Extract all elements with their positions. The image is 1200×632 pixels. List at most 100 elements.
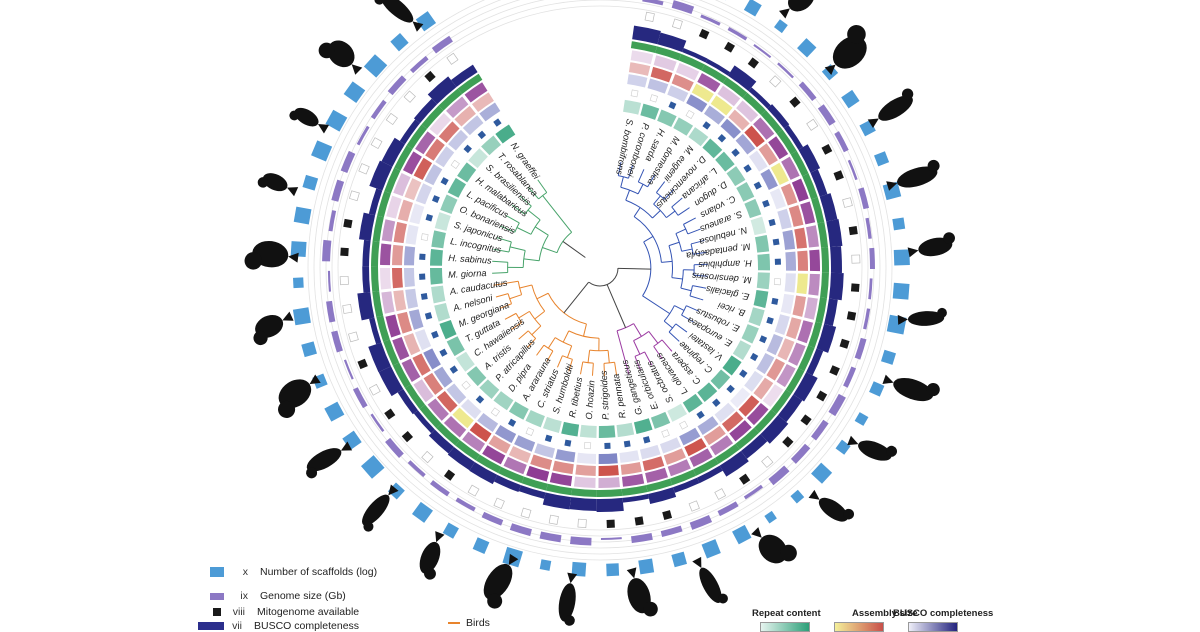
repeat-cell [543, 417, 562, 433]
mitogenome-marker [340, 248, 348, 256]
branch [676, 229, 686, 233]
genome-size-bar [322, 240, 331, 261]
branch [634, 341, 640, 355]
mitogenome-marker [852, 255, 860, 263]
animal-silhouette-icon [244, 238, 300, 275]
small-square [731, 148, 739, 156]
repeat-cell [431, 286, 445, 304]
assembly-cell [392, 245, 403, 265]
scaffold-marker [892, 217, 905, 230]
repeat-cell [651, 412, 670, 429]
scale-title-repeat: Repeat content [752, 608, 821, 619]
species-rings [757, 246, 909, 273]
branch [615, 362, 617, 374]
terminal-branch [643, 169, 644, 172]
branch [492, 273, 508, 274]
scaffold-marker [790, 490, 804, 504]
branch [666, 211, 675, 218]
genome-size-bar [855, 338, 867, 360]
mitogenome-marker [724, 42, 735, 53]
genome-size-bar [672, 0, 694, 14]
guide-circle [338, 6, 862, 530]
busco-cell [555, 449, 575, 462]
animal-silhouette-icon [256, 168, 299, 201]
purple-cell [622, 474, 644, 487]
genome-size-bar [869, 248, 875, 269]
repeat-cell [742, 324, 759, 343]
small-square [425, 312, 432, 319]
busco-cell [599, 453, 618, 464]
green-ring-cell [597, 489, 623, 497]
repeat-cell [434, 303, 450, 322]
deep-branch [563, 241, 585, 257]
mitogenome-marker [762, 456, 773, 467]
mitogenome-marker [349, 332, 359, 342]
branch [686, 306, 696, 310]
mitogenome-marker [404, 91, 415, 102]
branch [510, 247, 525, 251]
repeat-cell [634, 418, 653, 434]
small-square [718, 134, 726, 142]
small-square [759, 335, 767, 343]
small-square [426, 214, 433, 221]
animal-silhouette-icon [315, 31, 367, 82]
genome-size-bar [540, 531, 562, 542]
mitogenome-marker [635, 516, 644, 525]
deep-branch [618, 268, 651, 269]
scaffold-marker [881, 350, 896, 365]
small-square [686, 110, 694, 118]
busco-cell [777, 209, 791, 230]
scaffold-swatch [210, 567, 224, 577]
branch [581, 362, 583, 374]
busco-cell [782, 230, 795, 250]
assembly-cell [792, 296, 806, 317]
mitogenome-marker [607, 520, 615, 528]
genome-size-bar [753, 44, 771, 58]
branch [683, 219, 693, 224]
animal-silhouette-icon [414, 530, 451, 582]
terminal-branch [698, 229, 701, 230]
species-label: E. glacialis [705, 284, 750, 302]
branch [517, 227, 531, 234]
branch [656, 184, 662, 193]
branch [543, 196, 572, 233]
legend-busco: vii BUSCO completeness [210, 620, 359, 632]
repeat-cell [457, 162, 476, 182]
genome-size-bar [331, 331, 343, 353]
green-ring-cell [622, 485, 648, 496]
repeat-cell [525, 410, 544, 427]
scaffold-marker [606, 563, 619, 576]
animal-silhouette-icon [807, 485, 856, 528]
species-rings [293, 266, 443, 293]
branch [528, 210, 540, 220]
terminal-branch [687, 208, 689, 210]
scaffold-marker [390, 33, 408, 51]
genome-size-bar [777, 62, 794, 78]
busco-bar [632, 26, 661, 45]
branch [643, 296, 670, 314]
busco-bar [597, 498, 624, 512]
repeat-cell [448, 178, 466, 198]
animal-silhouette-icon [288, 103, 331, 138]
mitogenome-marker [359, 164, 369, 174]
mitogenome-marker [782, 436, 793, 447]
busco-cell [785, 252, 796, 271]
purple-cell [598, 477, 619, 488]
small-square [773, 239, 780, 246]
terminal-branch [663, 182, 665, 184]
small-square [702, 121, 710, 129]
repeat-cell [493, 391, 513, 410]
small-square [584, 442, 590, 448]
scale-title-busco: BUSCO completeness [893, 608, 993, 619]
repeat-cell [439, 320, 456, 339]
scaffold-marker [294, 207, 312, 225]
branch [510, 295, 522, 299]
scaffold-marker [732, 525, 751, 544]
branch [535, 227, 548, 235]
branch [664, 321, 672, 328]
repeat-cell [751, 217, 767, 236]
scale-bar-busco [908, 622, 958, 632]
terminal-branch [700, 299, 703, 300]
repeat-cell [722, 355, 741, 375]
small-square [624, 440, 631, 447]
